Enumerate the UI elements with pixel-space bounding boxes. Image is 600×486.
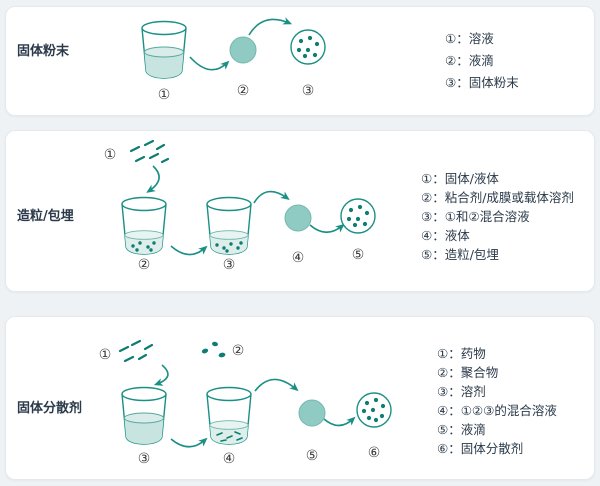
arrow-icon — [253, 190, 290, 204]
section-title: 造粒/包埋 — [17, 209, 74, 224]
granule-circle-icon — [340, 198, 376, 234]
arrow-icon — [146, 165, 160, 193]
section-title: 固体分散剂 — [17, 401, 83, 416]
step-label-4: ④ — [292, 250, 305, 266]
legend-item: ①：固体/液体 — [421, 171, 499, 186]
arrow-icon — [323, 416, 356, 427]
legend-item: ④：液体 — [421, 228, 470, 243]
droplet-icon — [298, 399, 326, 427]
legend: ①：溶液 ②：液滴 ③：固体粉末 — [445, 28, 519, 94]
polymer-particles-icon — [201, 341, 226, 358]
legend-item: ②：液滴 — [445, 53, 494, 68]
step-label-2: ② — [138, 257, 151, 273]
beaker-binder-icon — [121, 196, 167, 255]
step-label-1: ① — [104, 147, 117, 163]
droplet-icon — [229, 36, 257, 64]
step-label-3: ③ — [223, 257, 236, 273]
beaker-mixture-icon — [206, 196, 252, 255]
step-label-5: ⑤ — [352, 247, 365, 263]
beaker-solvent-icon — [121, 386, 167, 445]
arrow-icon — [248, 17, 293, 36]
droplet-icon — [284, 204, 312, 232]
step-label-2: ② — [237, 83, 250, 99]
dispersion-circle-icon — [356, 392, 392, 428]
step-label-5: ⑤ — [306, 448, 319, 464]
legend-item: ②：聚合物 — [437, 365, 499, 380]
legend-item: ③：①和②混合溶液 — [421, 209, 530, 224]
step-label-6: ⑥ — [368, 445, 381, 461]
arrow-icon — [170, 437, 208, 448]
arrow-icon — [189, 56, 230, 71]
legend-item: ③：溶剂 — [437, 384, 486, 399]
beaker-solution-icon — [141, 20, 187, 79]
arrow-icon — [153, 364, 169, 386]
powder-circle-icon — [290, 29, 326, 65]
legend: ①：固体/液体 ②：粘合剂/成膜或载体溶剂 ③：①和②混合溶液 ④：液体 ⑤：造… — [421, 169, 574, 264]
section-granulation: 造粒/包埋 ① — [5, 130, 595, 292]
legend-item: ⑤：造粒/包埋 — [421, 247, 499, 262]
granulation-diagram: ① ② ③ — [104, 139, 376, 273]
step-label-1: ① — [99, 347, 112, 363]
step-label-2: ② — [232, 343, 245, 359]
step-label-3: ③ — [138, 451, 151, 467]
solid-dispersion-diagram: ① ② ③ — [99, 339, 392, 467]
solid-particles-icon — [129, 139, 170, 164]
section-solid-dispersion: 固体分散剂 ① ② — [5, 316, 595, 480]
legend: ①：药物 ②：聚合物 ③：溶剂 ④：①②③的混合溶液 ⑤：液滴 ⑥：固体分散剂 — [437, 344, 557, 458]
legend-item: ③：固体粉末 — [445, 75, 519, 90]
legend-item: ⑥：固体分散剂 — [437, 441, 524, 456]
arrow-icon — [309, 223, 345, 234]
step-label-3: ③ — [302, 83, 315, 99]
solid-powder-diagram: ① ② ③ — [141, 17, 326, 103]
arrow-icon — [170, 245, 208, 256]
legend-item: ②：粘合剂/成膜或载体溶剂 — [421, 190, 574, 205]
beaker-mixed-solution-icon — [206, 386, 252, 445]
legend-item: ④：①②③的混合溶液 — [437, 403, 557, 418]
legend-item: ⑤：液滴 — [437, 422, 486, 437]
drug-particles-icon — [118, 339, 154, 363]
legend-item: ①：溶液 — [445, 31, 494, 46]
arrow-icon — [254, 378, 299, 392]
section-title: 固体粉末 — [17, 44, 70, 59]
section-solid-powder: 固体粉末 — [5, 6, 595, 116]
step-label-4: ④ — [223, 451, 236, 467]
step-label-1: ① — [158, 87, 171, 103]
legend-item: ①：药物 — [437, 346, 486, 361]
